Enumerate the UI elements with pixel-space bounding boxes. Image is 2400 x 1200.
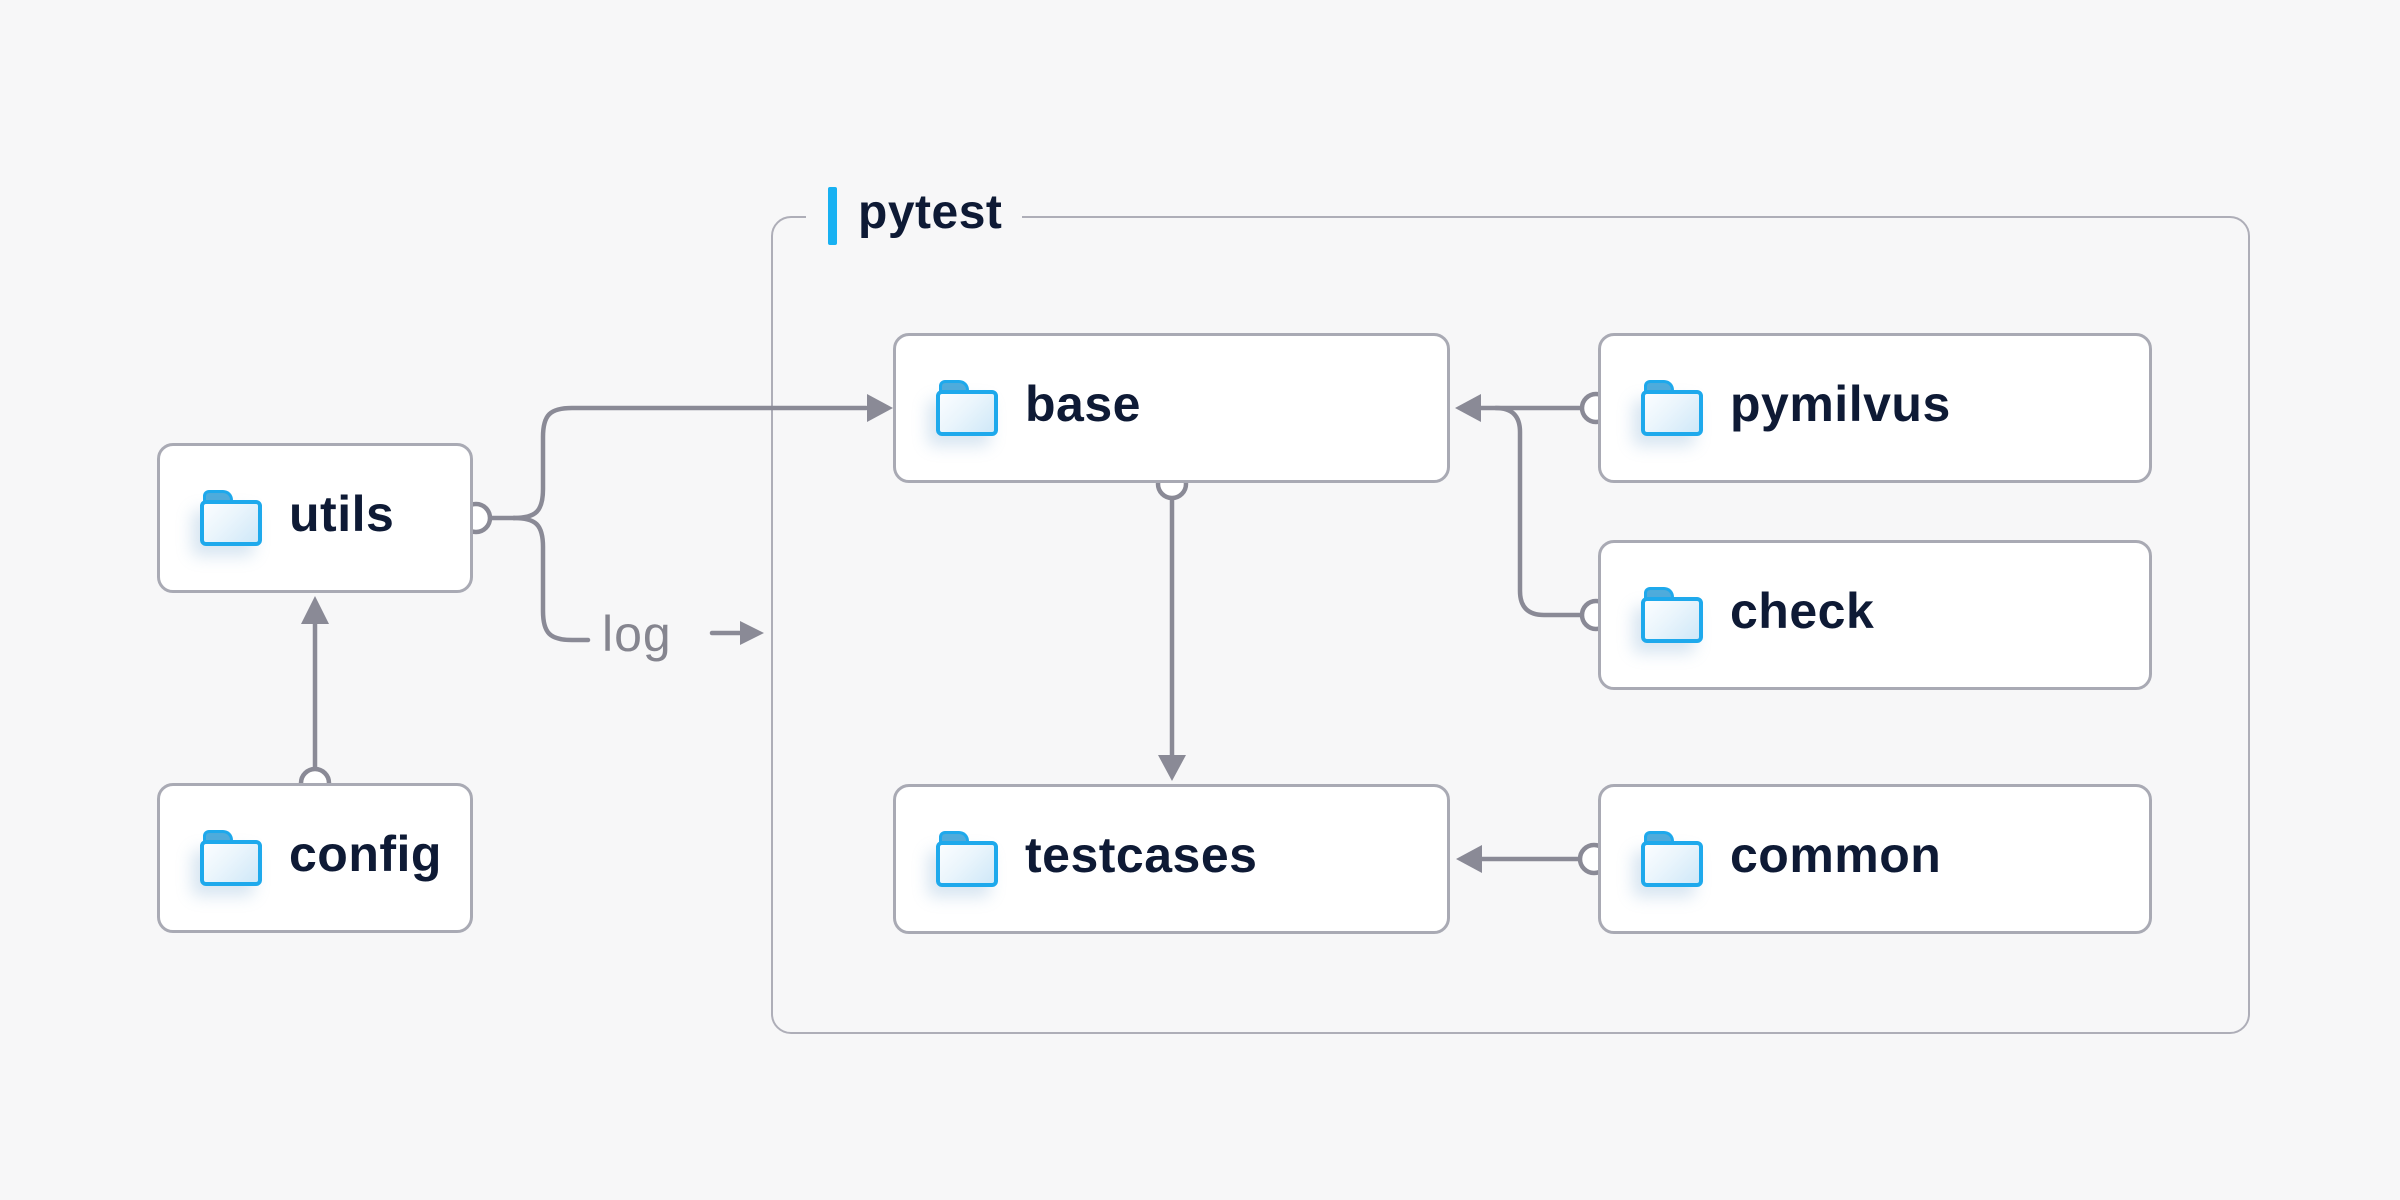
folder-icon [936, 831, 998, 887]
log-arrow-head [740, 621, 764, 645]
folder-icon [200, 830, 262, 886]
folder-icon [1641, 587, 1703, 643]
log-label: log [602, 606, 672, 662]
pytest-group-container [771, 216, 2250, 1034]
node-label: common [1730, 827, 1942, 883]
node-label: base [1025, 376, 1141, 432]
node-pymilvus: pymilvus [1598, 333, 2152, 483]
node-label: utils [289, 486, 395, 542]
node-config: config [157, 783, 473, 933]
node-label: check [1730, 583, 1875, 639]
pytest-group-label: pytest [806, 184, 1023, 248]
node-common: common [1598, 784, 2152, 934]
node-testcases: testcases [893, 784, 1450, 934]
node-utils: utils [157, 443, 473, 593]
group-title: pytest [858, 186, 1003, 239]
folder-icon [1641, 380, 1703, 436]
node-label: pymilvus [1730, 376, 1951, 432]
folder-icon [200, 490, 262, 546]
node-check: check [1598, 540, 2152, 690]
edge-utils-log [511, 515, 591, 643]
folder-icon [936, 380, 998, 436]
accent-bar-icon [828, 187, 837, 245]
node-label: testcases [1025, 827, 1258, 883]
arrowhead-config-utils [301, 596, 329, 624]
node-label: config [289, 826, 442, 882]
node-base: base [893, 333, 1450, 483]
folder-icon [1641, 831, 1703, 887]
